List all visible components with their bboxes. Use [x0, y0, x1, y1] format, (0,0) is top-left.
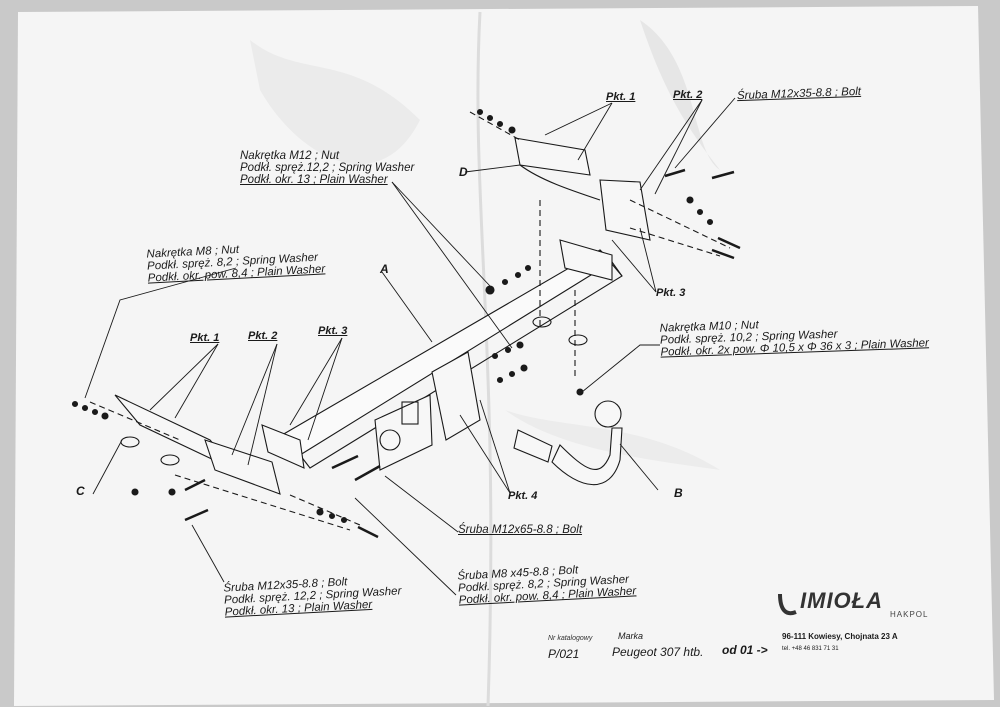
left-pkt2-label: Pkt. 2: [248, 330, 278, 342]
part-letter-b: B: [674, 486, 683, 500]
catalog-value: P/021: [548, 647, 580, 661]
nut-m12-line-2: Podkł. spręż.12,2 ; Spring Washer: [240, 162, 415, 174]
bolt-m12x65-label: Śruba M12x65-8.8 ; Bolt: [458, 524, 583, 536]
from-value: od 01 ->: [722, 643, 768, 657]
pkt4-label: Pkt. 4: [508, 490, 538, 502]
tow-ball: [594, 400, 622, 428]
right-bracket: [514, 137, 591, 176]
make-value: Peugeot 307 htb.: [612, 645, 704, 659]
left-pkt1-label: Pkt. 1: [190, 332, 220, 344]
left-pkt3-label: Pkt. 3: [318, 325, 348, 337]
catalog-label: Nr katalogowy: [548, 635, 593, 642]
logo-hook-icon: [778, 593, 797, 616]
part-letter-d: D: [459, 165, 468, 179]
nut-m12-line-3: Podkł. okr. 13 ; Plain Washer: [240, 174, 388, 186]
part-letter-c: C: [76, 484, 85, 498]
right-pkt1-label: Pkt. 1: [606, 91, 636, 103]
nut-m12-label: Nakrętka M12 ; Nut Podkł. spręż.12,2 ; S…: [240, 150, 414, 186]
nut-m12-line-1: Nakrętka M12 ; Nut: [240, 150, 340, 162]
paper: [14, 6, 994, 706]
tow-ball-arm: [551, 427, 623, 486]
logo-brand: IMIOŁA: [800, 588, 883, 613]
make-label: Marka: [618, 631, 644, 641]
part-letter-a: A: [380, 262, 389, 276]
logo-sub: HAKPOL: [890, 610, 929, 619]
right-pkt2-label: Pkt. 2: [673, 89, 703, 101]
logo: IMIOŁA HAKPOL: [776, 588, 936, 628]
right-pkt3-label: Pkt. 3: [656, 287, 686, 299]
address-text: 96-111 Kowiesy, Chojnata 23 A: [782, 632, 898, 641]
phone-text: tel. +48 46 831 71 31: [782, 646, 839, 652]
hitch-plate: [431, 351, 481, 441]
